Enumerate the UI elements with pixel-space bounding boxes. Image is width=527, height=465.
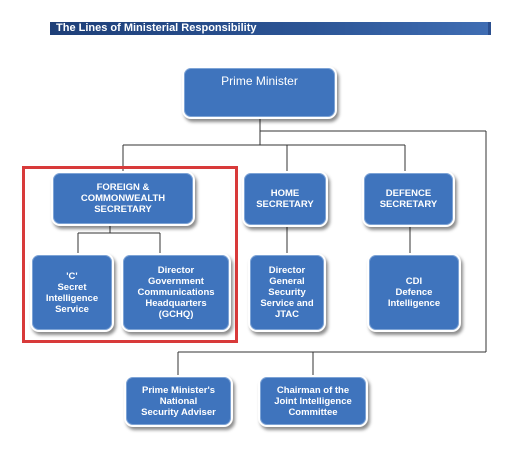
national-security-adviser-node: Prime Minister's National Security Advis… [124, 375, 233, 427]
foreign-secretary-node: FOREIGN & COMMONWEALTH SECRETARY [51, 171, 195, 226]
defence-secretary-node: DEFENCE SECRETARY [362, 171, 455, 227]
security-service-node: Director General Security Service and JT… [248, 253, 326, 332]
home-secretary-label: HOME SECRETARY [256, 188, 314, 210]
home-secretary-node: HOME SECRETARY [242, 171, 328, 227]
sis-label: 'C' Secret Intelligence Service [45, 270, 99, 315]
defence-intelligence-label: CDI Defence Intelligence [387, 276, 441, 309]
security-service-label: Director General Security Service and JT… [260, 265, 314, 320]
national-security-adviser-label: Prime Minister's National Security Advis… [141, 384, 216, 418]
foreign-secretary-label: FOREIGN & COMMONWEALTH SECRETARY [80, 182, 166, 215]
defence-secretary-label: DEFENCE SECRETARY [379, 188, 438, 210]
highlight-frame [22, 166, 238, 343]
jic-chairman-node: Chairman of the Joint Intelligence Commi… [258, 375, 368, 427]
page-title: The Lines of Ministerial Responsibility [56, 22, 257, 34]
sis-node: 'C' Secret Intelligence Service [30, 253, 114, 332]
gchq-node: Director Government Communications Headq… [121, 253, 231, 332]
gchq-label: Director Government Communications Headq… [137, 265, 215, 320]
title-bar: The Lines of Ministerial Responsibility [50, 22, 491, 35]
prime-minister-label: Prime Minister [221, 74, 298, 88]
jic-chairman-label: Chairman of the Joint Intelligence Commi… [274, 384, 352, 418]
defence-intelligence-node: CDI Defence Intelligence [367, 253, 461, 332]
prime-minister-node: Prime Minister [182, 66, 337, 119]
